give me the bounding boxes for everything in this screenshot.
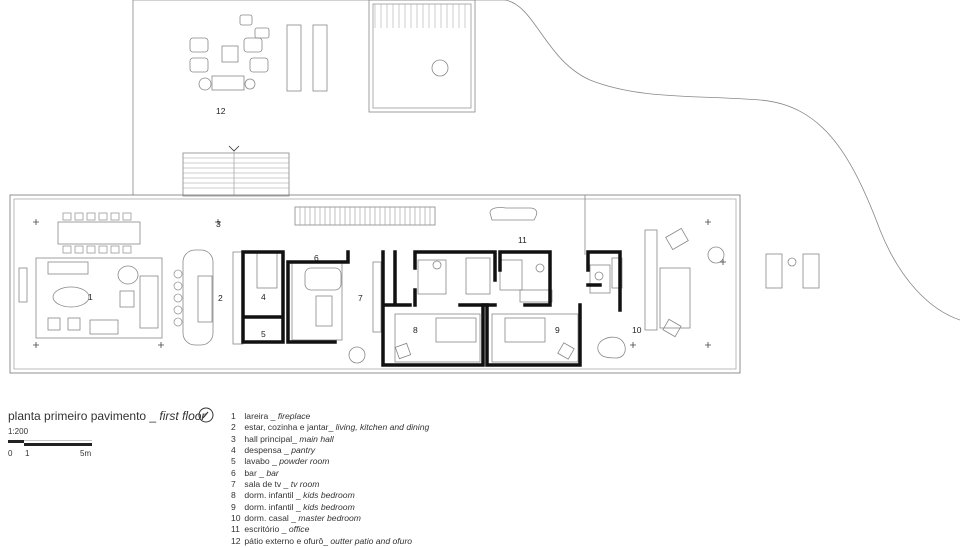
legend-item: 1 lareira _ fireplace [231, 411, 311, 421]
legend-item: 12 pátio externo e ofurô_ outter patio a… [231, 535, 413, 546]
room-label-6: 6 [314, 253, 319, 263]
room-legend: 1 lareira _ fireplace 2 estar, cozinha e… [231, 411, 429, 547]
scale-bar [8, 440, 92, 446]
scale-bar-label-0: 0 [8, 449, 13, 458]
wall-bath10 [586, 250, 622, 312]
room-label-10: 10 [632, 325, 642, 335]
scale-ratio: 1:200 [8, 427, 29, 436]
room-label-1: 1 [88, 292, 93, 302]
wall-bar [286, 250, 350, 344]
legend-item: 3 hall principal_ main hall [231, 433, 334, 444]
legend-item: 10 dorm. casal _ master bedroom [231, 513, 361, 524]
legend-item: 7 sala de tv _ tv room [231, 479, 320, 490]
wall-pantry [241, 250, 285, 344]
plan-title: planta primeiro pavimento _ first floor [8, 409, 205, 423]
ofuro-deck [368, 0, 476, 113]
room-label-11: 11 [518, 235, 527, 245]
plan-title-pt: planta primeiro pavimento _ [8, 409, 160, 423]
wall-bed9 [485, 250, 582, 367]
legend-item: 8 dorm. infantil _ kids bedroom [231, 490, 355, 501]
plan-title-en: first floor [159, 409, 206, 423]
room-label-8: 8 [413, 325, 418, 335]
floor-plan-drawing: 1 2 3 4 5 6 7 8 9 10 11 12 [9, 0, 960, 374]
room-label-12: 12 [216, 106, 226, 116]
room-label-7: 7 [358, 293, 363, 303]
scale-bar-label-1: 1 [25, 449, 30, 458]
scale-bar-label-5m: 5m [80, 449, 92, 458]
north-arrow-icon [198, 407, 214, 423]
legend-item: 5 lavabo _ powder room [231, 456, 330, 467]
legend-item: 4 despensa _ pantry [231, 445, 316, 456]
wall-bed8 [381, 250, 485, 367]
room-label-4: 4 [261, 292, 266, 302]
wall-bath8 [413, 250, 497, 307]
legend-item: 11 escritório _ office [231, 524, 310, 535]
legend-item: 2 estar, cozinha e jantar_ living, kitch… [231, 422, 430, 433]
legend-item: 9 dorm. infantil _ kids bedroom [231, 501, 355, 512]
house-outline [9, 194, 741, 374]
room-label-2: 2 [218, 293, 223, 303]
room-label-5: 5 [261, 329, 266, 339]
legend-item: 6 bar _ bar [231, 467, 279, 478]
room-label-3: 3 [216, 219, 221, 229]
room-label-9: 9 [555, 325, 560, 335]
patio-boundary [132, 0, 960, 321]
